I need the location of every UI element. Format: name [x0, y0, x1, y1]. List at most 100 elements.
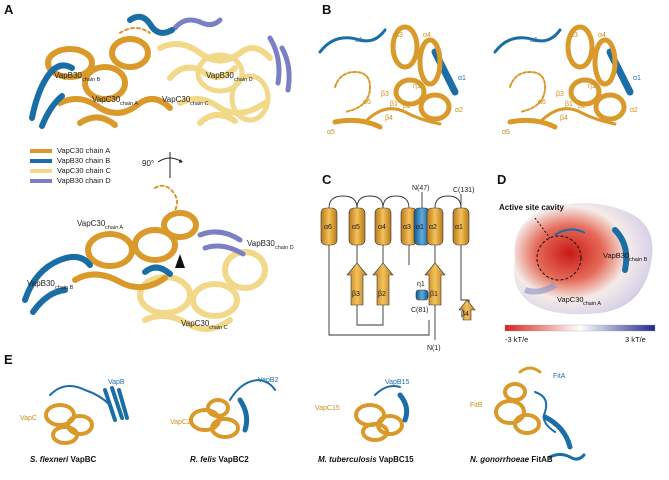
label-vapc30-chain-a-sub: chain A — [583, 301, 601, 307]
label-alpha3: α3 — [403, 224, 411, 231]
label-alpha3: α3 — [570, 32, 578, 39]
strand-beta2 — [372, 262, 394, 306]
label-vapb30-chain-d-sub: chain D — [275, 245, 294, 251]
label-alpha3: α3 — [395, 32, 403, 39]
label-beta4: β4 — [560, 115, 568, 122]
toxin-label: FitB — [470, 402, 483, 409]
panel-b-stereo-left: α1 α1 α2 α3 α4 α5 α6 β1 β2 β3 β4 η1 — [318, 24, 466, 136]
strand-beta4 — [458, 299, 476, 321]
homolog-structure-2: VapC2 VapB2 — [170, 377, 279, 439]
panel-letter-a: A — [4, 2, 14, 17]
complex-name: FitAB — [531, 455, 553, 464]
label-beta2: β2 — [403, 103, 411, 110]
label-c131: C(131) — [453, 187, 474, 194]
species-name: N. gonorrhoeae — [470, 455, 530, 464]
electrostatic-surface: Active site cavity VapB30 chain B VapC30… — [499, 203, 656, 344]
label-beta2: β2 — [378, 291, 386, 298]
legend-label: VapC30 chain A — [57, 146, 111, 155]
panel-letter-b: B — [322, 2, 332, 17]
vapb30-chain-d-ribbon — [197, 229, 246, 257]
label-alpha1: α1 — [455, 224, 463, 231]
legend-item-vapb30-d: VapB30 chain D — [30, 176, 111, 185]
legend-label: VapB30 chain B — [57, 156, 111, 165]
label-beta4: β4 — [385, 115, 393, 122]
legend-item-vapc30-a: VapC30 chain A — [30, 146, 110, 155]
label-vapb30-chain-b: VapB30 — [27, 279, 55, 288]
label-n1: N(1) — [427, 345, 441, 352]
label-alpha6: α6 — [324, 224, 332, 231]
label-vapc30-chain-a-sub: chain A — [105, 225, 123, 231]
vapb30-chain-b-ribbon — [29, 13, 175, 129]
label-beta3: β3 — [556, 91, 564, 98]
legend-item-vapc30-c: VapC30 chain C — [30, 166, 111, 175]
helix-alpha5 — [348, 207, 366, 246]
label-vapb30-chain-d: VapB30 — [247, 239, 275, 248]
helix-eta1 — [415, 289, 429, 301]
label-vapc30-chain-c: VapC30 — [181, 319, 210, 328]
label-vapb30-chain-b: VapB30 — [603, 251, 629, 260]
label-vapc30-chain-c-sub: chain C — [190, 101, 209, 107]
toxin-label: VapC15 — [315, 405, 340, 412]
vapc30-chain-c-ribbon — [137, 249, 268, 332]
label-alpha1-vapb: α1 — [416, 224, 424, 231]
legend-swatch — [30, 158, 52, 163]
label-alpha4: α4 — [598, 32, 606, 39]
scale-max-label: 3 kT/e — [625, 335, 646, 344]
label-beta4: β4 — [461, 311, 469, 318]
label-vapb30-chain-d: VapB30 — [206, 71, 234, 80]
panel-a-top-structure: VapB30 chain B VapC30 chain A VapC30 cha… — [29, 13, 292, 129]
legend-swatch — [30, 178, 52, 183]
homolog-structure-3: VapC15 VapB15 — [315, 379, 409, 442]
antitoxin-label: VapB — [108, 379, 125, 386]
label-eta1: η1 — [417, 281, 425, 288]
strand-beta3 — [346, 262, 368, 306]
panel-a-bottom-structure: VapC30 chain A VapB30 chain D VapB30 cha… — [22, 184, 294, 332]
label-c81: C(81) — [411, 307, 429, 314]
helix-alpha6 — [320, 207, 338, 246]
panel-letter-e: E — [4, 352, 13, 367]
homolog-structure-1: VapC VapB — [20, 379, 129, 445]
label-alpha2: α2 — [630, 107, 638, 114]
topology-diagram: α6 α5 α4 α3 α1 α2 α1 β3 β2 β1 β4 η1 N(47… — [320, 185, 476, 352]
label-beta1: β1 — [390, 101, 398, 108]
label-beta1: β1 — [565, 101, 573, 108]
label-vapb30-chain-d-sub: chain D — [234, 77, 253, 83]
label-beta2: β2 — [578, 103, 586, 110]
label-eta1: η1 — [413, 83, 421, 90]
species-name: S. flexneri — [30, 455, 69, 464]
vapc30-chain-c-ribbon — [157, 41, 273, 126]
label-vapc30-chain-a-sub: chain A — [120, 101, 138, 107]
label-beta1: β1 — [430, 291, 438, 298]
helix-alpha1 — [452, 207, 470, 246]
label-alpha6: α6 — [363, 99, 371, 106]
complex-name: VapBC2 — [218, 455, 249, 464]
homolog-caption-2: R. felis VapBC2 — [190, 455, 249, 464]
label-beta3: β3 — [381, 91, 389, 98]
twofold-axis-icon — [175, 254, 185, 268]
active-site-label: Active site cavity — [499, 203, 564, 212]
label-alpha2: α2 — [429, 224, 437, 231]
label-beta3: β3 — [352, 291, 360, 298]
panel-a-bottom-labels: VapC30 chain A VapB30 chain D VapB30 cha… — [27, 219, 294, 331]
antitoxin-label: VapB15 — [385, 379, 409, 386]
label-vapb30-chain-b-sub: chain B — [55, 285, 74, 291]
antitoxin-label: VapB2 — [258, 377, 279, 384]
panel-letter-c: C — [322, 172, 332, 187]
label-vapc30-chain-a: VapC30 — [557, 295, 584, 304]
label-alpha6: α6 — [538, 99, 546, 106]
vapb30-chain-d-ribbon — [172, 17, 292, 93]
scale-min-label: -3 kT/e — [505, 335, 528, 344]
vapb30-chain-b-ribbon — [22, 253, 173, 315]
homolog-caption-3: M. tuberculosis VapBC15 — [318, 455, 414, 464]
active-site-cavity-circle — [536, 235, 582, 281]
label-alpha1-vapb: α1 — [530, 37, 538, 44]
legend-label: VapB30 chain D — [57, 176, 111, 185]
label-vapc30-chain-a: VapC30 — [92, 95, 121, 104]
label-alpha5: α5 — [502, 129, 510, 136]
antitoxin-label: FitA — [553, 373, 566, 380]
label-alpha4: α4 — [378, 224, 386, 231]
label-alpha5: α5 — [327, 129, 335, 136]
label-n47: N(47) — [412, 185, 430, 192]
label-vapb30-chain-b-sub: chain B — [629, 257, 648, 263]
label-alpha1: α1 — [633, 75, 641, 82]
